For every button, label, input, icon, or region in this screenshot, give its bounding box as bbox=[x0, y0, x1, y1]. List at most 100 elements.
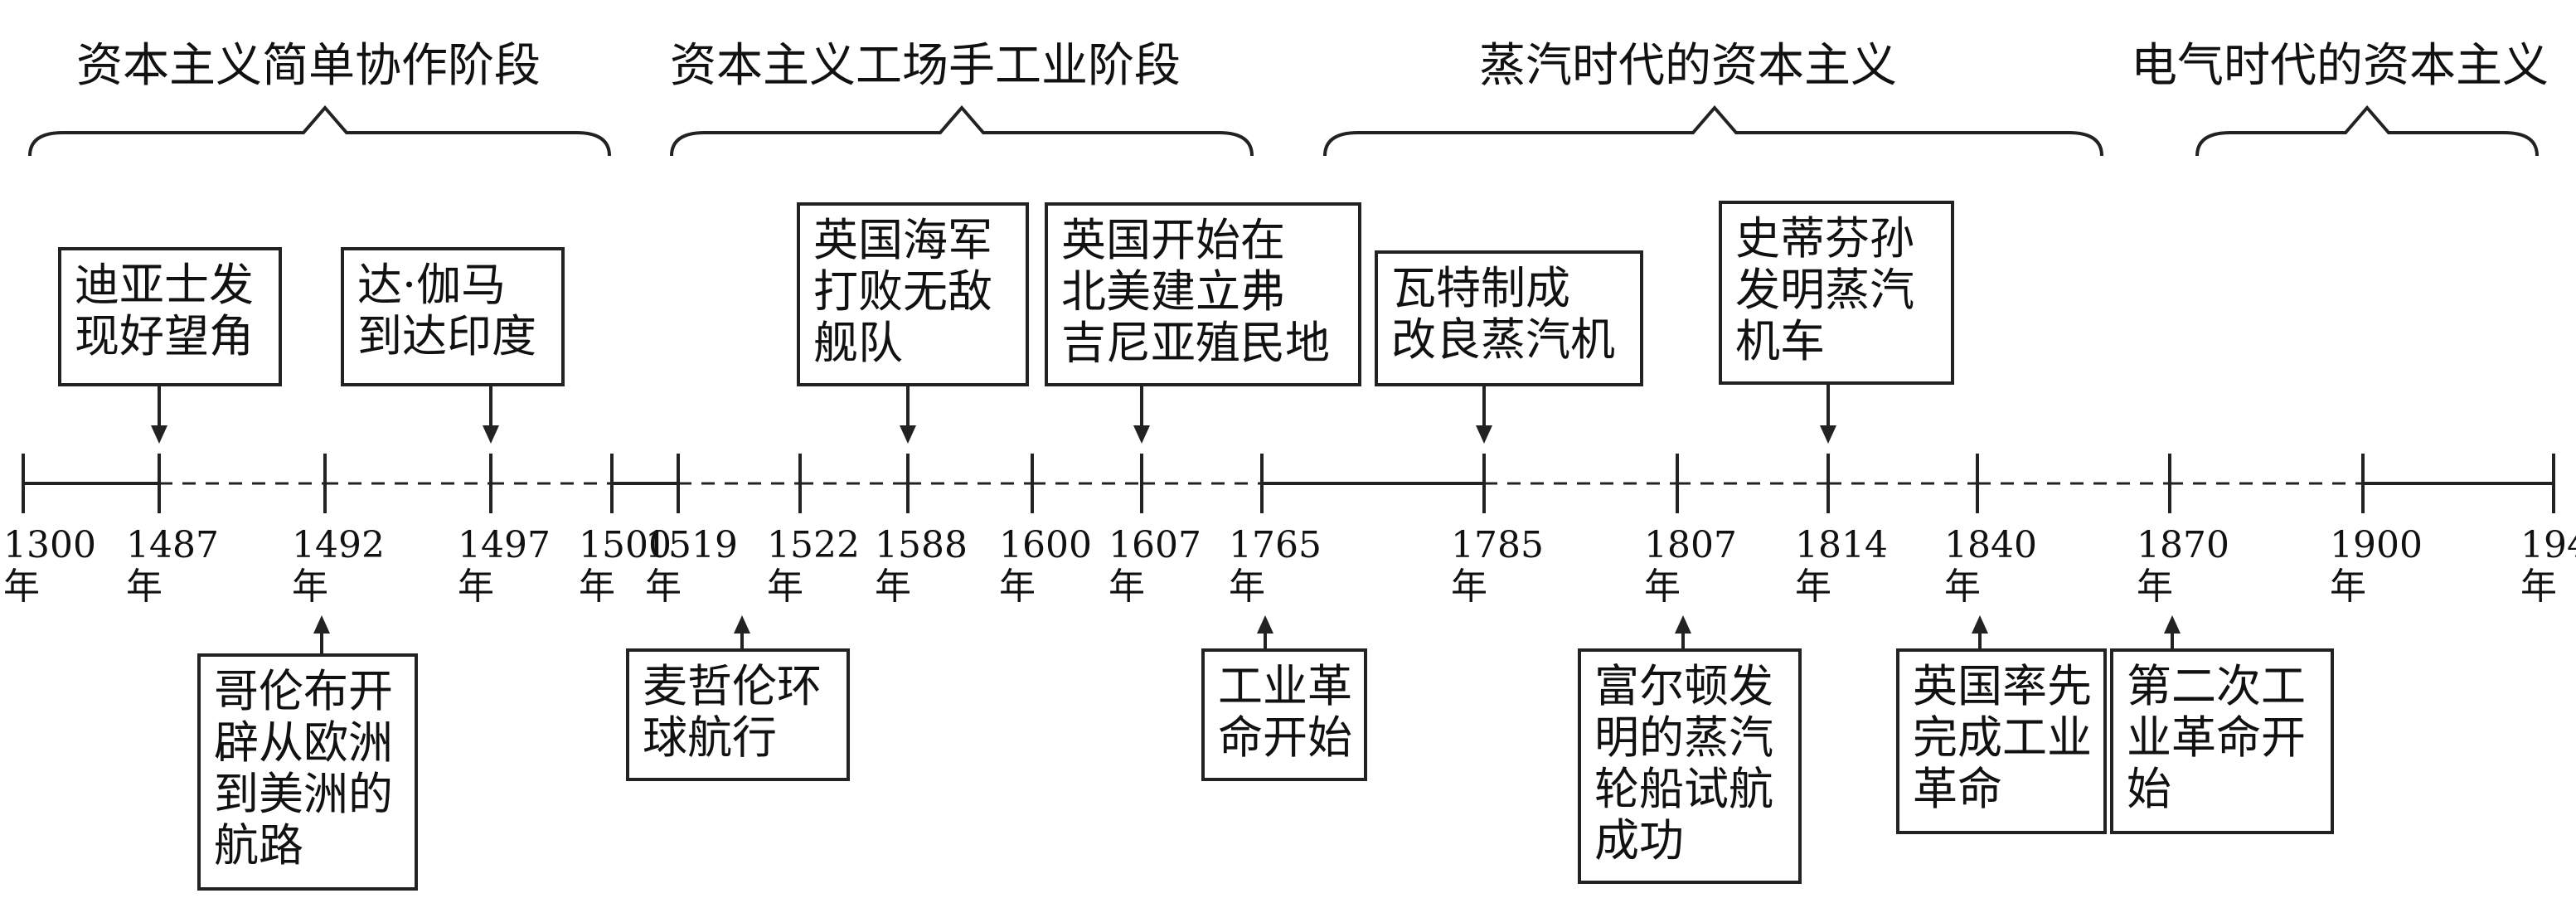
event-text-line: 麦哲伦环 bbox=[643, 660, 822, 712]
event-text-line: 达·伽马 bbox=[357, 259, 506, 311]
tick-year-label: 1814 bbox=[1795, 524, 1888, 566]
tick-year-unit: 年 bbox=[1944, 566, 1981, 608]
arrow-head bbox=[483, 425, 499, 444]
tick-year-label: 1945 bbox=[2520, 524, 2576, 566]
period-brace bbox=[1323, 104, 2103, 157]
event-text-line: 球航行 bbox=[643, 711, 777, 764]
tick-year-label: 1500 bbox=[579, 524, 672, 566]
event-box bbox=[1375, 250, 1643, 386]
event-text-line: 舰队 bbox=[813, 317, 903, 369]
tick-year-label: 1840 bbox=[1944, 524, 2037, 566]
event-text-line: 英国海军 bbox=[813, 214, 992, 266]
event-text-line: 发明蒸汽 bbox=[1735, 264, 1914, 316]
event-text-line: 哥伦布开 bbox=[214, 665, 393, 717]
tick-year-unit: 年 bbox=[1644, 566, 1681, 608]
event-text-line: 瓦特制成 bbox=[1391, 262, 1570, 314]
arrow-head bbox=[1257, 615, 1273, 634]
event-text-line: 始 bbox=[2127, 763, 2171, 815]
tick-year-label: 1519 bbox=[645, 524, 738, 566]
tick-year-unit: 年 bbox=[2137, 566, 2173, 608]
period-brace bbox=[670, 104, 1254, 157]
tick-year-unit: 年 bbox=[126, 566, 163, 608]
event-text-line: 航路 bbox=[214, 819, 303, 871]
tick-year-unit: 年 bbox=[1109, 566, 1145, 608]
tick-year-label: 1607 bbox=[1109, 524, 1201, 566]
event-text-line: 辟从欧洲 bbox=[214, 716, 393, 769]
event-box bbox=[197, 653, 418, 891]
tick-year-unit: 年 bbox=[1795, 566, 1831, 608]
tick-year-unit: 年 bbox=[1451, 566, 1487, 608]
tick-year-unit: 年 bbox=[2520, 566, 2557, 608]
period-brace bbox=[2195, 104, 2539, 157]
arrow-head bbox=[1820, 425, 1836, 444]
tick-year-unit: 年 bbox=[999, 566, 1036, 608]
event-text-line: 打败无敌 bbox=[813, 265, 992, 318]
arrow-head bbox=[313, 615, 330, 634]
event-text-line: 命开始 bbox=[1218, 711, 1352, 764]
arrow-head bbox=[1675, 615, 1691, 634]
arrow-head bbox=[900, 425, 916, 444]
event-text-line: 工业革 bbox=[1218, 660, 1352, 712]
tick-year-label: 1300 bbox=[3, 524, 96, 566]
tick-year-label: 1588 bbox=[875, 524, 968, 566]
event-box bbox=[1045, 202, 1361, 386]
event-text-line: 北美建立弗 bbox=[1061, 265, 1285, 318]
period-label: 蒸汽时代的资本主义 bbox=[1479, 39, 1897, 93]
event-text-line: 到美洲的 bbox=[214, 768, 393, 820]
tick-year-unit: 年 bbox=[645, 566, 682, 608]
event-text-line: 现好望角 bbox=[75, 310, 254, 362]
event-text-line: 英国开始在 bbox=[1061, 214, 1285, 266]
event-box bbox=[1201, 648, 1367, 781]
tick-year-label: 1900 bbox=[2330, 524, 2423, 566]
period-label: 资本主义工场手工业阶段 bbox=[670, 39, 1181, 93]
tick-year-label: 1600 bbox=[999, 524, 1092, 566]
tick-year-unit: 年 bbox=[3, 566, 40, 608]
tick-year-unit: 年 bbox=[458, 566, 494, 608]
arrow-head bbox=[1133, 425, 1150, 444]
event-box bbox=[1578, 648, 1802, 884]
event-box bbox=[626, 648, 850, 781]
event-box bbox=[58, 247, 282, 386]
event-text-line: 迪亚士发 bbox=[75, 259, 254, 311]
arrow-head bbox=[1972, 615, 1988, 634]
tick-year-unit: 年 bbox=[1229, 566, 1265, 608]
event-box bbox=[1719, 201, 1954, 385]
event-text-line: 革命 bbox=[1913, 763, 2002, 815]
event-text-line: 成功 bbox=[1594, 814, 1684, 867]
arrow-head bbox=[734, 615, 750, 634]
event-text-line: 改良蒸汽机 bbox=[1391, 313, 1615, 366]
event-text-line: 轮船试航 bbox=[1594, 763, 1773, 815]
period-brace bbox=[28, 104, 611, 157]
event-text-line: 到达印度 bbox=[357, 310, 536, 362]
tick-year-label: 1785 bbox=[1451, 524, 1544, 566]
tick-year-label: 1807 bbox=[1644, 524, 1737, 566]
tick-year-label: 1497 bbox=[458, 524, 551, 566]
event-text-line: 明的蒸汽 bbox=[1594, 711, 1773, 764]
event-text-line: 史蒂芬孙 bbox=[1735, 212, 1914, 265]
event-text-line: 业革命开 bbox=[2127, 711, 2306, 764]
arrow-head bbox=[2164, 615, 2181, 634]
tick-year-label: 1765 bbox=[1229, 524, 1322, 566]
event-box bbox=[1896, 648, 2107, 834]
tick-year-label: 1487 bbox=[126, 524, 219, 566]
event-text-line: 完成工业 bbox=[1913, 711, 2092, 764]
event-box bbox=[2110, 648, 2334, 834]
event-text-line: 第二次工 bbox=[2127, 660, 2306, 712]
tick-year-unit: 年 bbox=[2330, 566, 2366, 608]
tick-year-label: 1522 bbox=[767, 524, 860, 566]
period-label: 电气时代的资本主义 bbox=[2131, 39, 2549, 93]
event-text-line: 机车 bbox=[1735, 315, 1825, 367]
